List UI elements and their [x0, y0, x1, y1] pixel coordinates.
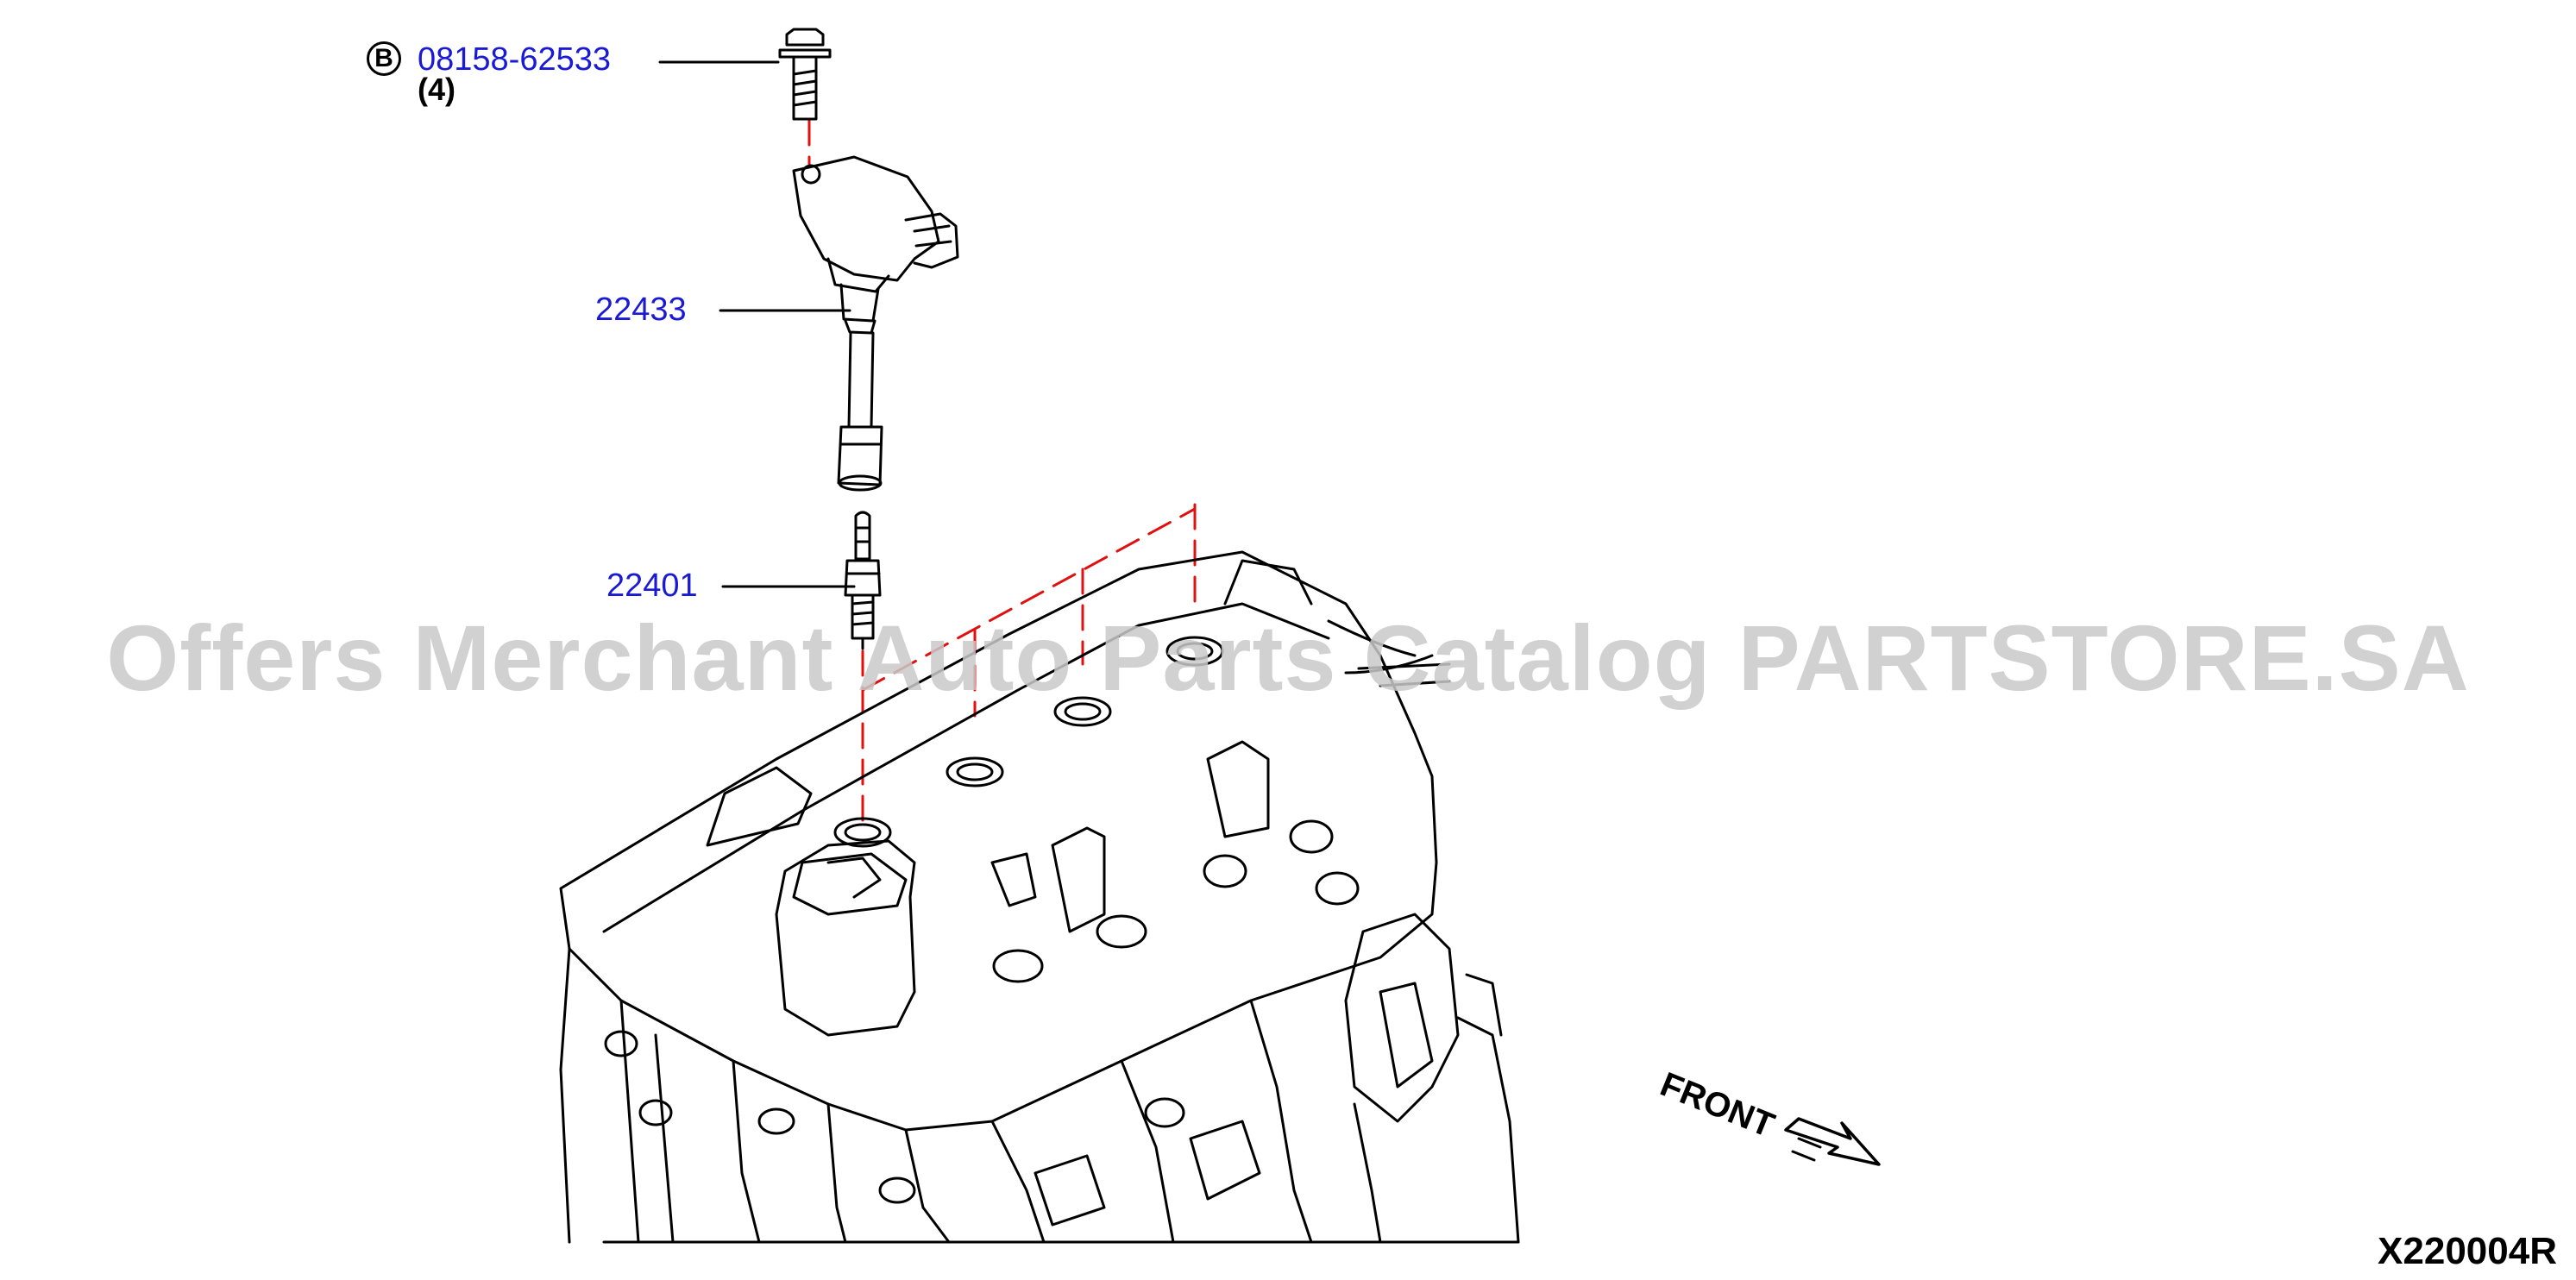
bolt-callout-badge: B: [367, 41, 401, 76]
ignition-coil-part-number[interactable]: 22433: [595, 292, 687, 328]
bolt-quantity: (4): [418, 72, 456, 107]
spark-plug-part-number[interactable]: 22401: [606, 568, 698, 604]
watermark-text: Offers Merchant Auto Parts Catalog PARTS…: [106, 605, 2470, 710]
ignition-coil-part: [792, 155, 959, 492]
bolt-part-number[interactable]: 08158-62533: [418, 41, 611, 78]
leader-lines: [658, 60, 856, 588]
installation-centerlines: [807, 119, 1197, 830]
engine-cylinder-head: [559, 550, 1520, 1244]
bolt-part: [778, 28, 832, 121]
diagram-id: X220004R: [2378, 1230, 2557, 1272]
spark-plug-part: [844, 511, 882, 650]
front-direction-arrow: [1784, 1117, 1881, 1166]
